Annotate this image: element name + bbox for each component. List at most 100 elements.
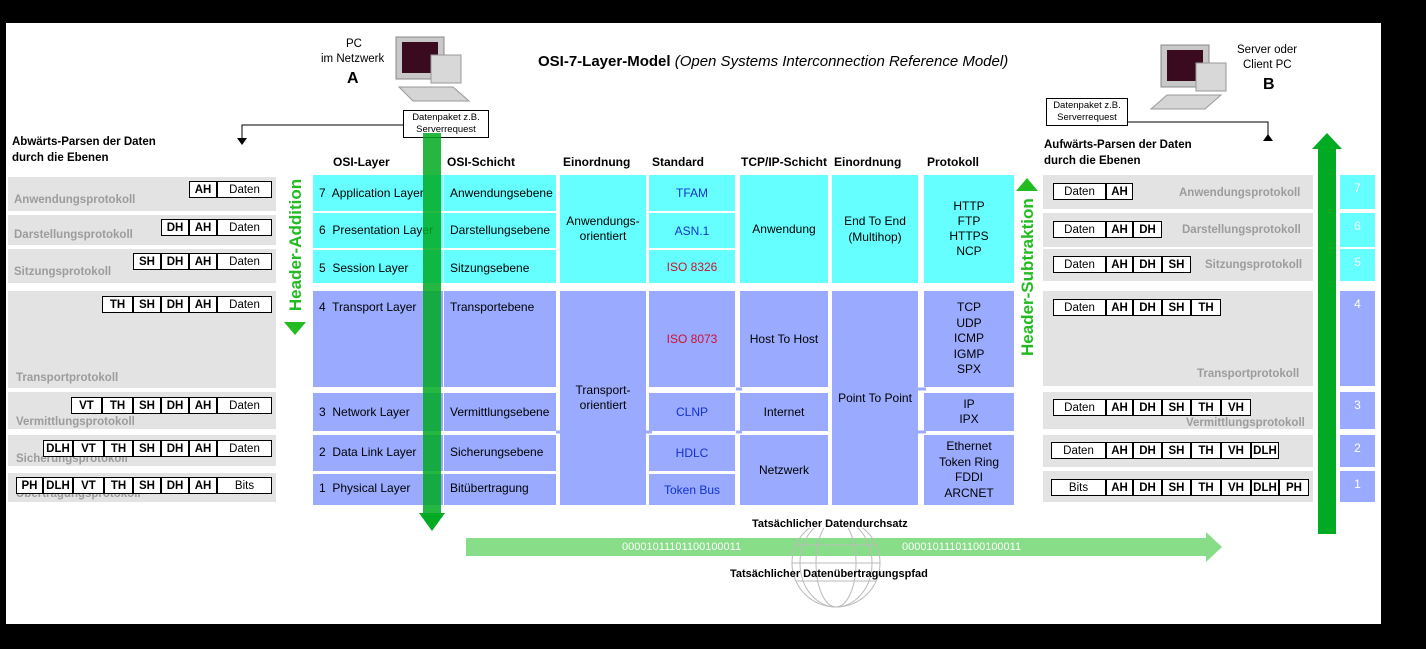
- l2-daten: Daten: [217, 440, 272, 457]
- schicht1-label: Bitübertragung: [450, 481, 529, 495]
- layer5-label: 5 Session Layer: [319, 261, 409, 275]
- diagram-title: OSI-7-Layer-Model (Open Systems Intercon…: [538, 53, 1008, 70]
- header-subtraktion-label: Header-Subtraktion: [1018, 198, 1037, 356]
- layer2-cell: [313, 435, 443, 471]
- r3-daten: Daten: [1053, 399, 1106, 416]
- r2-sh: SH: [1162, 442, 1191, 459]
- schicht6-label: Darstellungsebene: [450, 223, 551, 237]
- l1-bits: Bits: [217, 477, 272, 494]
- r1-ah: AH: [1106, 479, 1133, 496]
- right-num-6: 6: [1340, 213, 1375, 247]
- pc-b-line1: Server oder: [1237, 44, 1298, 56]
- left-heading-line1: Abwärts-Parsen der Daten: [12, 136, 156, 148]
- schicht3-label: Vermittlungsebene: [450, 405, 550, 419]
- r2-dh: DH: [1133, 442, 1162, 459]
- r1-bits: Bits: [1051, 479, 1106, 496]
- bitstream-1: 0000101110110010001​1: [622, 541, 742, 553]
- layer3-label: 3 Network Layer: [319, 405, 410, 419]
- layer1-cell: [313, 474, 443, 505]
- r4-th: TH: [1191, 299, 1221, 316]
- l6-dh: DH: [161, 219, 189, 236]
- r2-vh: VH: [1221, 442, 1251, 459]
- r7-daten: Daten: [1053, 183, 1106, 200]
- r1-dh: DH: [1133, 479, 1162, 496]
- layer7-cell: [313, 175, 443, 211]
- layer4-label: 4 Transport Layer: [319, 300, 417, 314]
- r1-dlh: DLH: [1251, 479, 1279, 496]
- l5-dh: DH: [161, 253, 189, 270]
- r3-vh: VH: [1221, 399, 1251, 416]
- schicht7-cell: [444, 175, 556, 211]
- l6-daten: Daten: [217, 219, 272, 236]
- l1-dlh: DLH: [43, 477, 73, 494]
- r1-sh: SH: [1162, 479, 1191, 496]
- einordnung-lower: Transport-orientiert: [560, 291, 646, 505]
- l1-dh: DH: [161, 477, 189, 494]
- l3-ah: AH: [189, 397, 217, 414]
- einordnung2-upper: End To End (Multihop): [832, 175, 918, 283]
- left-label-sitzung: Sitzungsprotokoll: [14, 266, 112, 278]
- left-label-transport: Transportprotokoll: [16, 372, 119, 384]
- l7-ah: AH: [189, 181, 217, 198]
- packet-a-label: Datenpaket z.B. Serverrequest: [403, 110, 489, 138]
- layer3-cell: [313, 393, 443, 431]
- schicht1-cell: [444, 474, 556, 505]
- standard7: TFAM: [649, 175, 735, 211]
- right-num-5: 5: [1340, 249, 1375, 281]
- computer-b-icon: [1149, 44, 1227, 110]
- right-label-anwendung: Anwendungsprotokoll: [1179, 187, 1301, 199]
- layer7-label: 7 Application Layer: [319, 186, 424, 200]
- header-addition-arrow: [419, 133, 445, 531]
- l1-vt: VT: [73, 477, 104, 494]
- right-label-transport: Transportprotokoll: [1197, 368, 1300, 380]
- layer4-cell: [313, 291, 443, 387]
- right-heading-line1: Aufwärts-Parsen der Daten: [1044, 139, 1192, 151]
- r4-ah: AH: [1106, 299, 1133, 316]
- r4-sh: SH: [1162, 299, 1191, 316]
- standard4: ISO 8073: [649, 291, 735, 387]
- col-tcpip: TCP/IP-Schicht: [741, 155, 828, 169]
- r1-th: TH: [1191, 479, 1221, 496]
- pc-a-line1: PC: [346, 38, 362, 50]
- l2-th: TH: [104, 440, 133, 457]
- layer2-label: 2 Data Link Layer: [319, 445, 417, 459]
- col-einordnung: Einordnung: [563, 155, 631, 169]
- r3-th: TH: [1191, 399, 1221, 416]
- computer-a-icon: [395, 36, 471, 102]
- r5-daten: Daten: [1053, 256, 1106, 273]
- packet-b-label: Datenpaket z.B. Serverrequest: [1046, 98, 1128, 126]
- title-italic: (Open Systems Interconnection Reference …: [674, 53, 1009, 70]
- l4-daten: Daten: [217, 296, 272, 313]
- l2-dh: DH: [161, 440, 189, 457]
- r1-ph: PH: [1279, 479, 1309, 496]
- r2-dlh: DLH: [1251, 442, 1279, 459]
- l3-sh: SH: [133, 397, 161, 414]
- right-num-1: 1: [1340, 471, 1375, 502]
- l5-ah: AH: [189, 253, 217, 270]
- col-osi-schicht: OSI-Schicht: [447, 155, 516, 169]
- layer1-label: 1 Physical Layer: [319, 481, 411, 495]
- einordnung2-lower: Point To Point: [832, 291, 918, 505]
- arrow-down-icon: [284, 322, 306, 335]
- l1-ah: AH: [189, 477, 217, 494]
- l7-daten: Daten: [217, 181, 272, 198]
- l6-ah: AH: [189, 219, 217, 236]
- tcpip-internet: Internet: [740, 393, 828, 431]
- layer5-cell: [313, 250, 443, 283]
- left-heading-line2: durch die Ebenen: [12, 152, 109, 164]
- schicht4-cell: [444, 291, 556, 387]
- left-label-anwendung: Anwendungsprotokoll: [14, 194, 136, 206]
- pc-b-line2: Client PC: [1243, 59, 1292, 71]
- l3-dh: DH: [161, 397, 189, 414]
- l3-th: TH: [102, 397, 133, 414]
- right-label-darstellung: Darstellungsprotokoll: [1182, 224, 1301, 236]
- schicht4-label: Transportebene: [450, 300, 535, 314]
- einordnung-upper: Anwendungs-orientiert: [560, 175, 646, 283]
- r6-ah: AH: [1106, 221, 1133, 238]
- layer6-cell: [313, 213, 443, 248]
- standard6: ASN.1: [649, 213, 735, 248]
- path-label: Tatsächlicher Datenübertragungspfad: [730, 568, 928, 580]
- schicht6-cell: [444, 213, 556, 248]
